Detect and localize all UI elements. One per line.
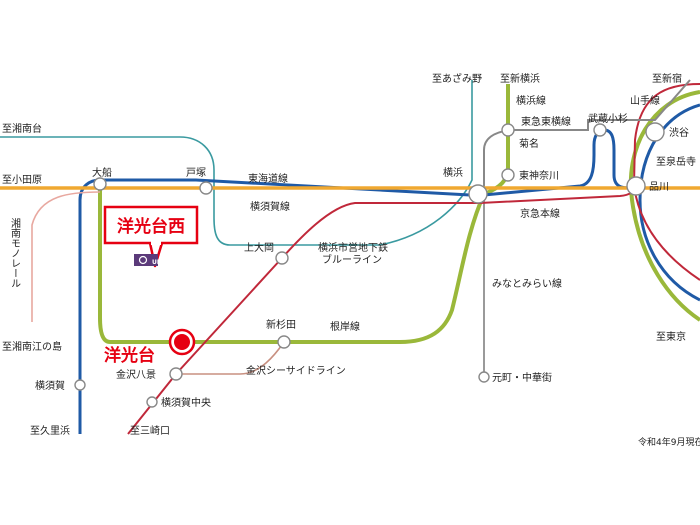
- station-shinagawa[interactable]: [626, 176, 646, 196]
- station-kamiooka[interactable]: [275, 251, 289, 265]
- label-shinsugita: 新杉田: [266, 318, 296, 331]
- label-keikyu-line: 京急本線: [520, 207, 560, 220]
- date-note: 令和4年9月現在: [638, 436, 700, 448]
- label-kanazawa-hakkei: 金沢八景: [116, 368, 156, 381]
- label-yokohama: 横浜: [443, 166, 463, 179]
- label-monorail: 湘南モノレール: [9, 217, 21, 288]
- label-musashi-kosugi: 武蔵小杉: [588, 112, 628, 125]
- dir-kurihama: 至久里浜: [30, 425, 70, 437]
- dir-shonandai: 至湘南台: [2, 122, 42, 135]
- yokodai-marker-inner: [174, 334, 190, 350]
- label-seaside-line: 金沢シーサイドライン: [246, 364, 346, 377]
- keikyu-line: [127, 185, 635, 435]
- yamanote-line: [628, 90, 700, 322]
- label-shibuya: 渋谷: [669, 126, 689, 139]
- dir-azamino: 至あざみ野: [432, 72, 482, 85]
- station-ofuna[interactable]: [93, 177, 107, 191]
- station-totsuka[interactable]: [199, 181, 213, 195]
- label-toyoko-line: 東急東横線: [521, 115, 571, 128]
- ur-logo-text: UR: [152, 259, 162, 266]
- station-yokohama[interactable]: [468, 184, 488, 204]
- ur-logo: UR: [134, 254, 162, 266]
- label-shinagawa: 品川: [649, 181, 669, 193]
- monorail-line: [31, 191, 101, 322]
- label-yokosuka-line: 横須賀線: [250, 200, 290, 213]
- label-yokosuka: 横須賀: [35, 379, 65, 392]
- station-yokosuka-chuo[interactable]: [146, 396, 158, 408]
- dir-odawara: 至小田原: [2, 174, 42, 186]
- label-totsuka: 戸塚: [186, 167, 206, 179]
- keikyu-right: [633, 185, 700, 281]
- label-ofuna: 大船: [92, 166, 112, 179]
- dir-misakiguchi: 至三崎口: [130, 424, 170, 437]
- label-tokaido-line: 東海道線: [248, 172, 288, 185]
- label-negishi-line: 根岸線: [330, 320, 360, 333]
- yokodai-label: 洋光台: [104, 345, 155, 366]
- callout-title: 洋光台西: [117, 216, 185, 237]
- station-higashi-kanagawa[interactable]: [501, 168, 515, 182]
- station-yokosuka[interactable]: [74, 379, 86, 391]
- station-kanazawa-hakkei[interactable]: [169, 367, 183, 381]
- keihin-tohoku-right: [638, 103, 700, 302]
- dir-sengakuji: 至泉岳寺: [656, 155, 696, 168]
- dir-shinyokohama: 至新横浜: [500, 72, 540, 85]
- label-kamiooka: 上大岡: [244, 241, 274, 254]
- toyoko-line: [483, 79, 691, 194]
- station-musashi-kosugi[interactable]: [593, 123, 607, 137]
- station-shinsugita[interactable]: [277, 335, 291, 349]
- label-kikuna: 菊名: [519, 137, 539, 150]
- label-yamanote-line: 山手線: [630, 94, 660, 107]
- dir-tokyo: 至東京: [656, 330, 686, 343]
- station-motomachi[interactable]: [478, 371, 490, 383]
- svg-text:湘南モノレール: 湘南モノレール: [9, 217, 21, 288]
- station-shibuya[interactable]: [645, 122, 665, 142]
- blueline-subway: [0, 80, 473, 246]
- dir-shinjuku: 至新宿: [652, 72, 682, 85]
- yokodai-nishi-callout: 洋光台西: [103, 205, 199, 268]
- dir-shonan-enoshima: 至湘南江の島: [2, 340, 62, 353]
- station-kikuna[interactable]: [501, 123, 515, 137]
- label-yokohama-line: 横浜線: [516, 94, 546, 107]
- label-yokosuka-chuo: 横須賀中央: [161, 396, 211, 409]
- shonan-shinjuku-loop: [633, 83, 700, 186]
- label-minatomirai-line: みなとみらい線: [492, 277, 562, 290]
- label-higashi-kanagawa: 東神奈川: [519, 169, 559, 182]
- negishi-line: [98, 178, 486, 344]
- label-bluelane-1: 横浜市営地下鉄: [318, 241, 388, 254]
- label-bluelane-2: ブルーライン: [322, 253, 382, 266]
- label-motomachi: 元町・中華街: [492, 371, 552, 384]
